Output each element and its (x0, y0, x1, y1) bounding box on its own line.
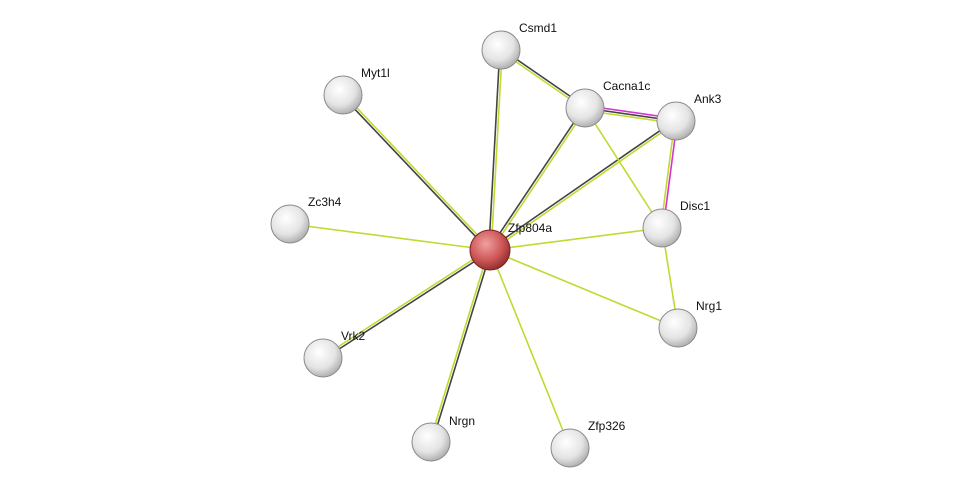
node-bubble[interactable] (411, 422, 451, 462)
edge-line-dark (431, 250, 492, 443)
node-label: Zc3h4 (308, 195, 342, 209)
node-ank3[interactable]: Ank3 (656, 92, 722, 141)
node-nrg1[interactable]: Nrg1 (658, 299, 722, 348)
node-label: Myt1l (361, 66, 390, 80)
node-bubble[interactable] (642, 208, 682, 248)
edge-line-yellow (489, 249, 679, 329)
node-label: Zfp326 (588, 419, 626, 433)
edge-zfp804a-cacna1c[interactable] (488, 106, 587, 252)
node-bubble[interactable] (323, 75, 363, 115)
edge-line-yellow (343, 93, 492, 250)
edge-zfp804a-csmd1[interactable] (488, 49, 503, 251)
node-bubble[interactable] (658, 308, 698, 348)
edge-line-yellow (321, 248, 490, 358)
edge-line-dark (341, 95, 490, 252)
edge-zfp804a-nrgn[interactable] (429, 249, 492, 443)
node-label: Csmd1 (519, 21, 557, 35)
edge-line-yellow (490, 121, 678, 252)
node-bubble[interactable] (270, 204, 310, 244)
node-bubble[interactable] (469, 229, 511, 271)
node-zc3h4[interactable]: Zc3h4 (270, 195, 342, 244)
edge-line-dark (323, 250, 492, 360)
edge-cacna1c-disc1[interactable] (584, 107, 663, 229)
node-label: Nrgn (449, 414, 475, 428)
edge-line-yellow (429, 249, 490, 442)
edge-zfp804a-myt1l[interactable] (341, 93, 492, 252)
node-myt1l[interactable]: Myt1l (323, 66, 390, 115)
edge-zfp804a-vrk2[interactable] (321, 248, 492, 360)
edge-line-dark (488, 106, 585, 250)
node-bubble[interactable] (565, 88, 605, 128)
node-label: Zfp804a (508, 221, 552, 235)
node-nrgn[interactable]: Nrgn (411, 414, 475, 462)
edge-zfp804a-disc1[interactable] (489, 227, 663, 251)
edge-line-dark (488, 119, 676, 250)
edge-line-dark (488, 49, 501, 250)
edge-zfp804a-nrg1[interactable] (489, 249, 679, 329)
edge-line-yellow (490, 108, 587, 252)
node-bubble[interactable] (481, 30, 521, 70)
edge-line-yellow (489, 249, 571, 449)
node-label: Vrk2 (341, 329, 366, 343)
node-label: Cacna1c (603, 79, 650, 93)
edge-zfp804a-zfp326[interactable] (489, 249, 571, 449)
edge-line-yellow (289, 223, 491, 251)
node-label: Ank3 (694, 92, 722, 106)
edge-zfp804a-zc3h4[interactable] (289, 223, 491, 251)
edge-zfp804a-ank3[interactable] (488, 119, 678, 252)
node-zfp326[interactable]: Zfp326 (550, 419, 626, 468)
edge-line-yellow (584, 107, 663, 229)
edge-line-yellow (489, 227, 663, 251)
node-bubble[interactable] (656, 101, 696, 141)
node-disc1[interactable]: Disc1 (642, 199, 710, 248)
edge-line-yellow (490, 50, 503, 251)
node-bubble[interactable] (303, 338, 343, 378)
node-csmd1[interactable]: Csmd1 (481, 21, 557, 70)
node-cacna1c[interactable]: Cacna1c (565, 79, 650, 128)
node-label: Nrg1 (696, 299, 722, 313)
node-vrk2[interactable]: Vrk2 (303, 329, 366, 378)
node-label: Disc1 (680, 199, 710, 213)
node-zfp804a[interactable]: Zfp804a (469, 221, 552, 271)
node-bubble[interactable] (550, 428, 590, 468)
